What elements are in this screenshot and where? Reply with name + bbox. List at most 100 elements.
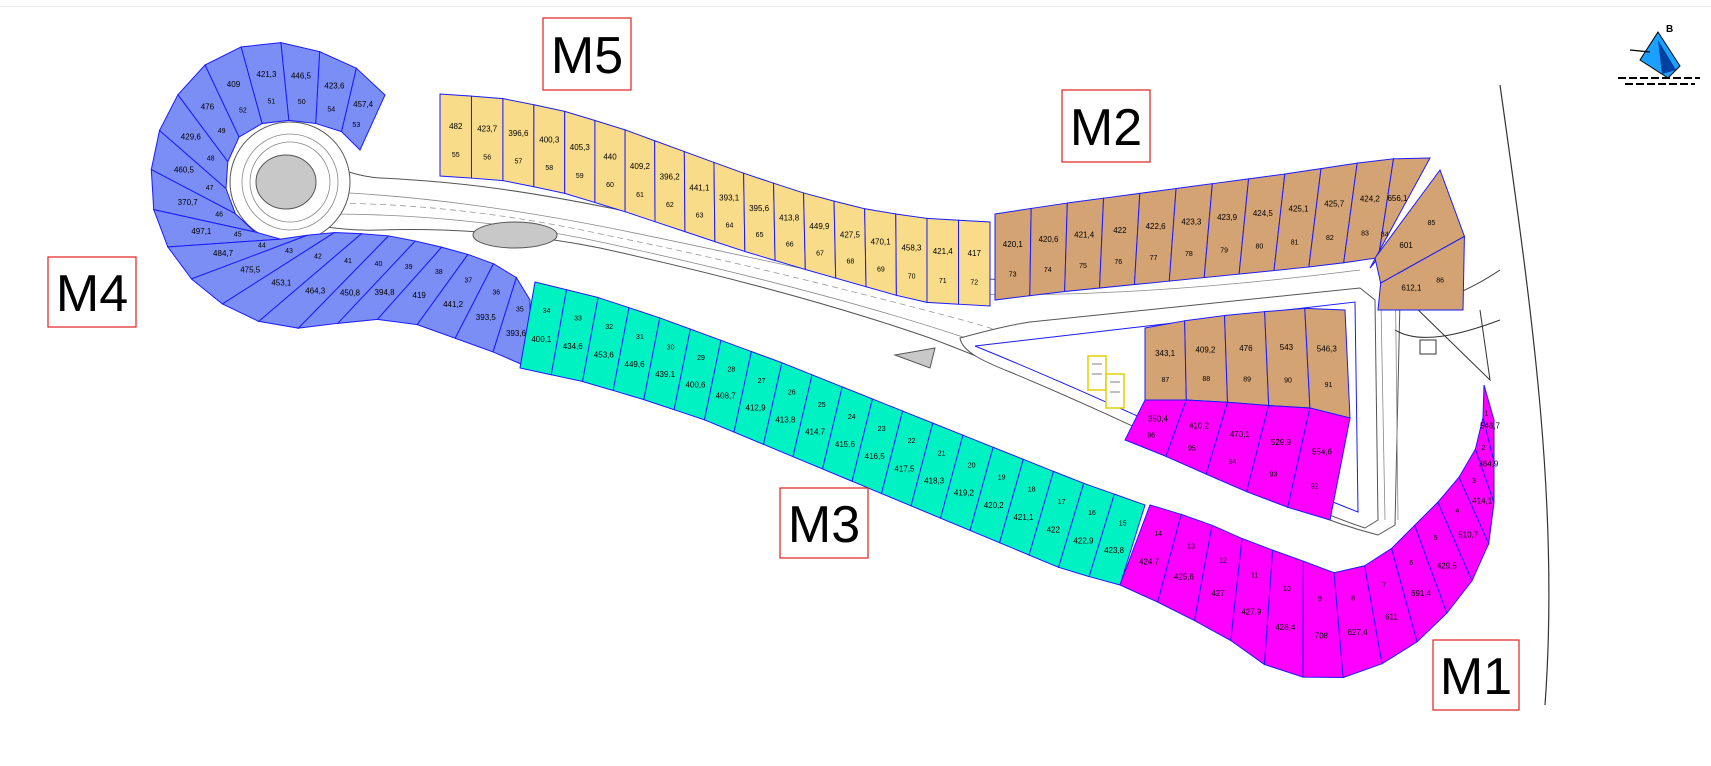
lot-m1in-92[interactable]: 554,692 (1287, 407, 1351, 521)
lot-m2-75[interactable]: 421,475 (1064, 197, 1105, 293)
lot-parcel[interactable] (1064, 197, 1105, 293)
lot-parcel[interactable] (439, 93, 472, 179)
lot-m2-86[interactable]: 612,186 (1377, 235, 1465, 311)
lot-m5-71[interactable]: 421,471 (926, 217, 959, 305)
lot-parcel[interactable] (492, 276, 531, 369)
lot-parcel[interactable] (1287, 407, 1351, 521)
lot-number-label: 79 (1220, 247, 1228, 254)
lot-m1-11[interactable]: 427,911 (1230, 537, 1274, 666)
lot-number-label: 17 (1058, 499, 1066, 506)
lot-area-label: 470,1 (1230, 430, 1251, 439)
lot-number-label: 60 (606, 182, 614, 189)
svg-text:B: B (1666, 24, 1673, 35)
lot-area-label: 417 (968, 249, 982, 258)
lot-area-label: 409 (227, 80, 241, 89)
lot-area-label: 350,4 (1148, 414, 1169, 423)
lot-m5-65[interactable]: 395,665 (743, 172, 776, 262)
lot-parcel[interactable] (773, 182, 806, 271)
lot-number-label: 18 (1028, 487, 1036, 494)
lot-parcel[interactable] (1304, 307, 1351, 419)
lot-parcel[interactable] (1377, 235, 1465, 311)
lot-parcel[interactable] (1482, 384, 1495, 462)
lot-parcel[interactable] (743, 172, 776, 262)
lot-number-label: 56 (483, 154, 491, 161)
lot-parcel[interactable] (803, 192, 837, 279)
lot-m2in-88[interactable]: 409,288 (1184, 314, 1229, 403)
lot-area-label: 428,4 (1275, 623, 1296, 632)
lot-area-label: 453,6 (594, 350, 615, 359)
lot-m5-64[interactable]: 393,164 (713, 161, 746, 253)
lot-m5-68[interactable]: 427,568 (833, 200, 867, 288)
lot-m1-1[interactable]: 546,71 (1480, 384, 1501, 462)
lot-m5-61[interactable]: 409,261 (624, 129, 656, 223)
lot-number-label: 54 (327, 107, 335, 114)
lot-area-label: 396,2 (660, 173, 681, 182)
lot-parcel[interactable] (594, 119, 626, 213)
lot-m2in-87[interactable]: 343,187 (1144, 320, 1187, 401)
lot-number-label: 55 (452, 152, 460, 159)
lot-number-label: 32 (605, 324, 613, 331)
lot-parcel[interactable] (470, 95, 504, 182)
lot-m2-73[interactable]: 420,173 (994, 207, 1032, 301)
lot-area-label: 429,5 (1437, 561, 1458, 570)
lot-parcel[interactable] (864, 208, 897, 296)
lot-m5-56[interactable]: 423,756 (470, 95, 504, 182)
lot-number-label: 46 (215, 212, 223, 219)
lot-number-label: 27 (758, 378, 766, 385)
lot-parcel[interactable] (833, 200, 867, 288)
lot-parcel[interactable] (1029, 202, 1068, 297)
lot-m5-58[interactable]: 400,358 (533, 104, 566, 195)
lot-area-label: 393,6 (506, 329, 527, 338)
lot-parcel[interactable] (895, 213, 928, 304)
lot-parcel[interactable] (1264, 307, 1311, 409)
lot-area-label: 611 (1385, 612, 1398, 621)
lot-m5-62[interactable]: 396,262 (654, 140, 686, 233)
lot-number-label: 39 (405, 264, 413, 271)
lot-m5-69[interactable]: 470,169 (864, 208, 897, 296)
lot-m2-84[interactable]: 656,184 (1369, 157, 1431, 269)
lot-parcel[interactable] (1144, 320, 1187, 401)
lot-m5-70[interactable]: 458,370 (895, 213, 928, 304)
lot-number-label: 41 (344, 258, 352, 265)
lot-parcel[interactable] (713, 161, 746, 253)
lot-m2in-91[interactable]: 546,391 (1304, 307, 1351, 419)
lot-parcel[interactable] (1369, 157, 1431, 269)
lot-parcel[interactable] (1184, 314, 1229, 403)
lot-area-label: 691,4 (1411, 589, 1432, 598)
lot-parcel[interactable] (994, 207, 1032, 301)
lot-number-label: 9 (1318, 596, 1322, 603)
lot-parcel[interactable] (683, 150, 716, 243)
lot-parcel[interactable] (624, 129, 656, 223)
lot-area-label: 423,8 (1104, 546, 1125, 555)
lot-area-label: 546,7 (1480, 422, 1501, 431)
lot-m5-63[interactable]: 441,163 (683, 150, 716, 243)
lot-parcel[interactable] (1098, 192, 1141, 289)
lot-m5-66[interactable]: 413,866 (773, 182, 806, 271)
lot-parcel[interactable] (533, 104, 566, 195)
lot-parcel[interactable] (564, 110, 596, 204)
lot-area-label: 410,2 (1189, 422, 1210, 431)
zone-label-m5: M5 (542, 17, 632, 91)
lot-area-label: 343,1 (1155, 349, 1176, 358)
lot-parcel[interactable] (654, 140, 686, 233)
lot-parcel[interactable] (502, 97, 535, 188)
lot-m5-59[interactable]: 405,359 (564, 110, 596, 204)
lot-parcel[interactable] (926, 217, 959, 305)
lot-m5-67[interactable]: 449,967 (803, 192, 837, 279)
lot-area-label: 413,8 (779, 213, 800, 222)
lot-m4-35[interactable]: 393,635 (492, 276, 531, 369)
lot-number-label: 63 (696, 212, 704, 219)
lot-m2-74[interactable]: 420,674 (1029, 202, 1068, 297)
lot-area-label: 419,2 (954, 489, 975, 498)
lot-area-label: 656,1 (1387, 194, 1408, 203)
lot-area-label: 449,6 (625, 360, 646, 369)
lot-parcel[interactable] (957, 219, 991, 307)
lot-m5-57[interactable]: 396,657 (502, 97, 535, 188)
lot-parcel[interactable] (1224, 311, 1270, 407)
